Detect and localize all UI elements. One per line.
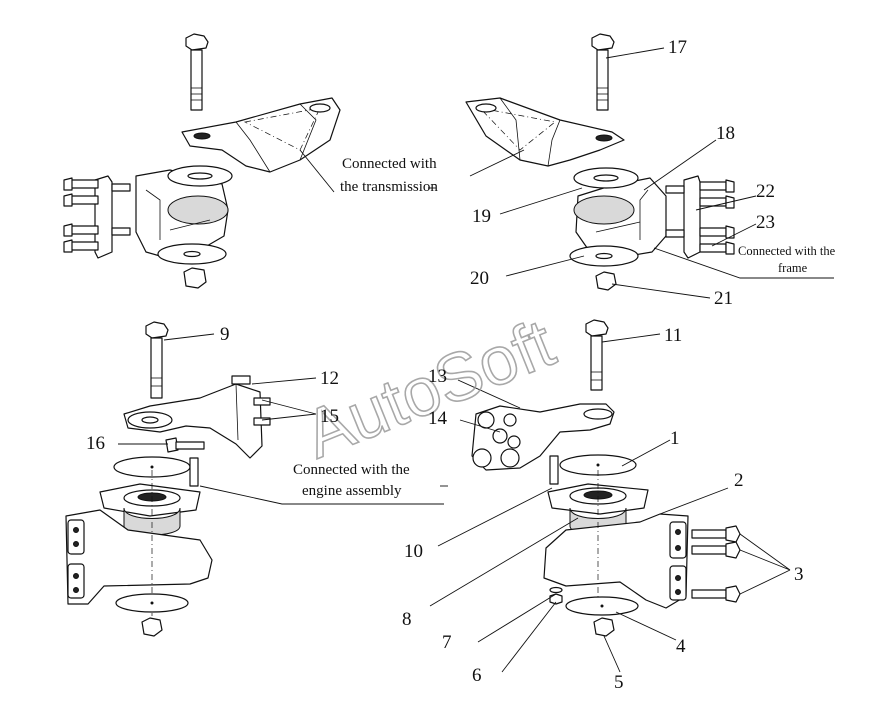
- transmission-mount-right-assembly: [465, 33, 735, 291]
- caption-frame-line2: frame: [778, 261, 808, 275]
- callout-11: 11: [664, 325, 682, 346]
- callout-1: 1: [670, 428, 680, 449]
- frame-bracket-right: [543, 470, 689, 616]
- callout-19: 19: [472, 206, 491, 227]
- caption-transmission-line1: Connected with: [342, 156, 437, 172]
- leader-lines: [118, 47, 834, 673]
- transmission-bracket-left: [181, 97, 341, 173]
- callout-10: 10: [404, 541, 423, 562]
- engine-mount-left-assembly: [65, 321, 271, 637]
- rubber-cushion-left: [135, 165, 233, 265]
- small-washers-6-7: [549, 586, 563, 605]
- washer-plate-left: [113, 456, 199, 487]
- callout-20: 20: [470, 268, 489, 289]
- rubber-cushion-right: [569, 167, 667, 267]
- engine-bracket-left: [123, 375, 271, 459]
- engine-mount-right-assembly: [471, 319, 741, 637]
- nut-bottom-left: [141, 617, 163, 637]
- callout-23: 23: [756, 212, 775, 233]
- callout-2: 2: [734, 470, 744, 491]
- bolt-16: [165, 437, 205, 453]
- bolts-3: [691, 525, 741, 603]
- frame-bracket-left: [65, 470, 213, 616]
- callout-18: 18: [716, 123, 735, 144]
- callout-4: 4: [676, 636, 686, 657]
- callout-8: 8: [402, 609, 412, 630]
- callout-16: 16: [86, 433, 105, 454]
- nut-top-right: [595, 271, 617, 291]
- bolt-top-left: [185, 33, 209, 111]
- callout-5: 5: [614, 672, 624, 693]
- frame-plate-left: [63, 175, 131, 259]
- caption-engine-line2: engine assembly: [302, 483, 402, 499]
- bolt-9: [145, 321, 169, 399]
- callout-9: 9: [220, 324, 230, 345]
- nut-5: [593, 617, 615, 637]
- engine-bracket-arm-13: [471, 403, 615, 471]
- bolt-top-right: [591, 33, 615, 111]
- callout-numbers: 1 2 3 4 5 6 7 8 9 10 11 12 13 14 15 16 1…: [86, 37, 804, 693]
- bolt-11: [585, 319, 609, 391]
- callout-21: 21: [714, 288, 733, 309]
- callout-14: 14: [428, 408, 448, 429]
- transmission-mount-left-assembly: [63, 33, 341, 289]
- callout-15: 15: [320, 406, 339, 427]
- captions: Connected with the transmission Connecte…: [293, 156, 836, 499]
- caption-engine-line1: Connected with the: [293, 462, 410, 478]
- transmission-bracket-right: [465, 97, 625, 167]
- callout-13: 13: [428, 366, 447, 387]
- callout-3: 3: [794, 564, 804, 585]
- callout-7: 7: [442, 632, 452, 653]
- frame-plate-right: [665, 175, 735, 259]
- caption-transmission-line2: the transmission: [340, 179, 438, 195]
- washer-plate-right: [549, 454, 637, 485]
- callout-17: 17: [668, 37, 687, 58]
- callout-12: 12: [320, 368, 339, 389]
- callout-6: 6: [472, 665, 482, 686]
- caption-frame-line1: Connected with the: [738, 244, 836, 258]
- nut-bottom-left-top: [183, 267, 207, 289]
- callout-22: 22: [756, 181, 775, 202]
